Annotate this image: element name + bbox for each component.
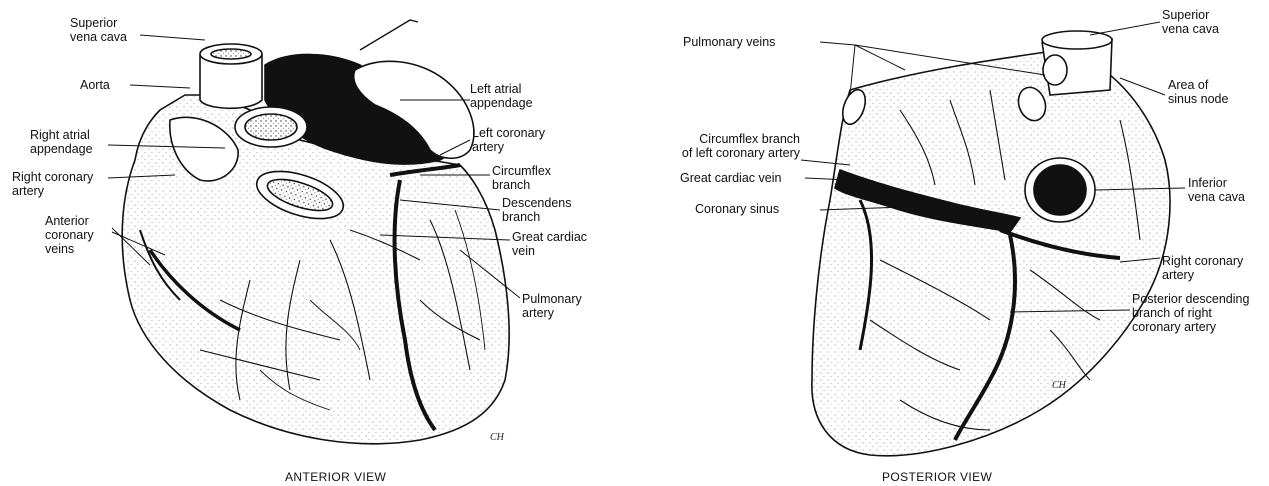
label-pulmonary-veins: Pulmonary veins bbox=[683, 35, 775, 49]
label-coronary-sinus: Coronary sinus bbox=[695, 202, 779, 216]
label-area-of-sinus-node: Area of sinus node bbox=[1168, 78, 1228, 106]
caption-posterior-view: POSTERIOR VIEW bbox=[882, 470, 992, 484]
label-inferior-vena-cava: Inferior vena cava bbox=[1188, 176, 1245, 204]
label-right-atrial-appendage: Right atrial appendage bbox=[30, 128, 93, 156]
label-descendens-branch: Descendens branch bbox=[502, 196, 572, 224]
posterior-outline bbox=[812, 50, 1170, 456]
label-right-coronary-artery-anterior: Right coronary artery bbox=[12, 170, 93, 198]
label-circumflex-branch: Circumflex branch bbox=[492, 164, 551, 192]
caption-anterior-view: ANTERIOR VIEW bbox=[285, 470, 386, 484]
label-superior-vena-cava-anterior: Superior vena cava bbox=[70, 16, 127, 44]
label-anterior-coronary-veins: Anterior coronary veins bbox=[45, 214, 94, 256]
label-circumflex-branch-lca: Circumflex branch of left coronary arter… bbox=[640, 132, 800, 160]
label-aorta: Aorta bbox=[80, 78, 110, 92]
label-superior-vena-cava-posterior: Superior vena cava bbox=[1162, 8, 1219, 36]
label-great-cardiac-vein-posterior: Great cardiac vein bbox=[680, 171, 781, 185]
label-posterior-descending-branch: Posterior descending branch of right cor… bbox=[1132, 292, 1249, 334]
label-great-cardiac-vein-anterior: Great cardiac vein bbox=[512, 230, 587, 258]
artist-mark-posterior: CH bbox=[1052, 380, 1066, 391]
label-left-coronary-artery: Left coronary artery bbox=[472, 126, 545, 154]
label-right-coronary-artery-posterior: Right coronary artery bbox=[1162, 254, 1243, 282]
artist-mark-anterior: CH bbox=[490, 432, 504, 443]
posterior-heart bbox=[812, 31, 1170, 456]
anterior-heart bbox=[122, 20, 509, 444]
label-left-atrial-appendage: Left atrial appendage bbox=[470, 82, 533, 110]
label-pulmonary-artery: Pulmonary artery bbox=[522, 292, 582, 320]
